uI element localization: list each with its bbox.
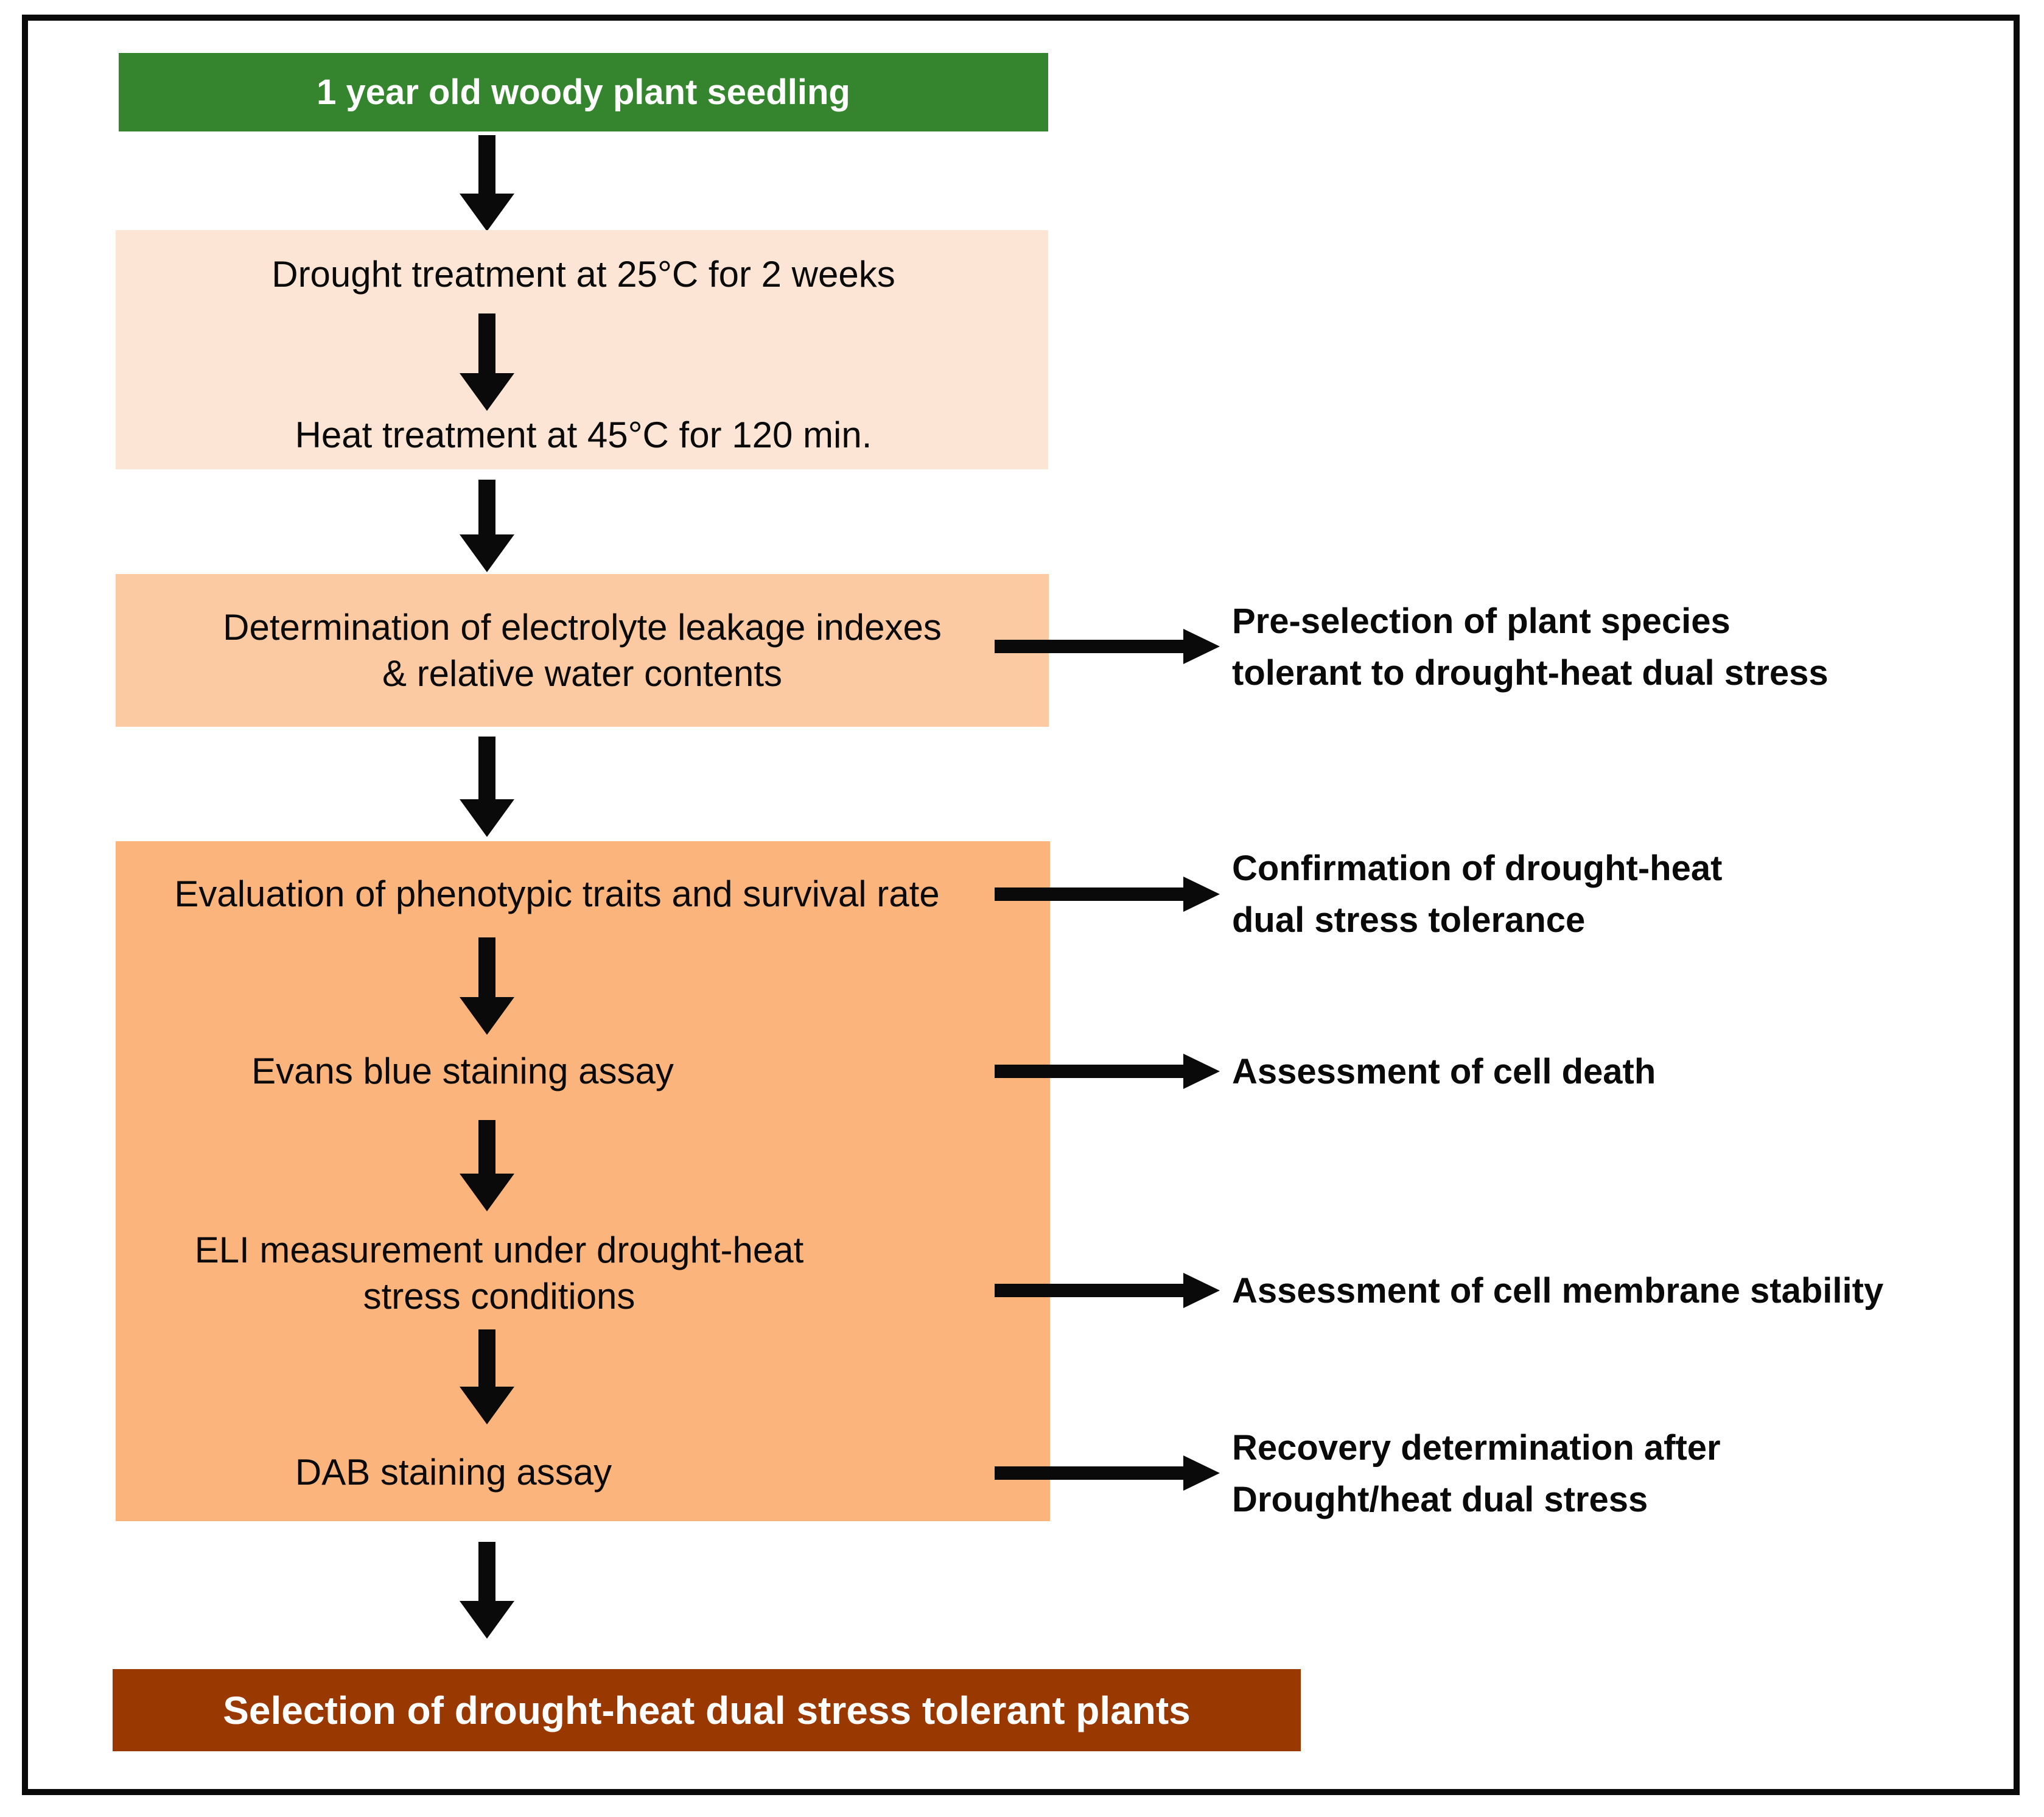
arrow-right-confirmation-icon xyxy=(995,877,1220,912)
dab-staining-step: DAB staining assay xyxy=(295,1452,612,1493)
arrow-down-determination-to-assays-icon xyxy=(460,737,514,837)
drought-treatment-step: Drought treatment at 25°C for 2 weeks xyxy=(271,254,895,295)
outcome-confirmation: Confirmation of drought-heat dual stress… xyxy=(1232,842,1722,946)
eli-line1: ELI measurement under drought-heat xyxy=(194,1230,804,1270)
arrow-down-evaluation-to-evans-icon xyxy=(460,937,514,1035)
arrow-right-recovery-icon xyxy=(995,1455,1220,1491)
assay-box xyxy=(116,841,1050,1521)
determination-line2: & relative water contents xyxy=(382,653,782,694)
treatment-box xyxy=(116,230,1048,469)
arrow-right-preselection-icon xyxy=(995,629,1220,664)
outcome-line: Pre-selection of plant species xyxy=(1232,601,1731,641)
eli-measurement-step: ELI measurement under drought-heat stres… xyxy=(73,1227,925,1320)
outer-frame xyxy=(22,15,2020,1795)
arrow-down-evans-to-eli-icon xyxy=(460,1120,514,1211)
arrow-right-cell-death-icon xyxy=(995,1054,1220,1089)
arrow-right-membrane-stability-icon xyxy=(995,1273,1220,1308)
determination-line1: Determination of electrolyte leakage ind… xyxy=(223,606,942,648)
outcome-line: Drought/heat dual stress xyxy=(1232,1480,1648,1519)
seedling-box: 1 year old woody plant seedling xyxy=(119,53,1048,131)
arrow-down-assays-to-selection-icon xyxy=(460,1542,514,1639)
evans-blue-step: Evans blue staining assay xyxy=(251,1051,674,1091)
arrow-down-seedling-to-treatment-icon xyxy=(460,135,514,231)
outcome-cell-death: Assessment of cell death xyxy=(1232,1046,1656,1098)
outcome-line: Assessment of cell death xyxy=(1232,1052,1656,1091)
arrow-down-eli-to-dab-icon xyxy=(460,1329,514,1424)
outcome-line: Confirmation of drought-heat xyxy=(1232,849,1723,888)
outcome-membrane-stability: Assessment of cell membrane stability xyxy=(1232,1265,1883,1317)
outcome-line: tolerant to drought-heat dual stress xyxy=(1232,653,1829,693)
arrow-down-drought-to-heat-icon xyxy=(460,313,514,411)
arrow-down-treatment-to-determination-icon xyxy=(460,480,514,572)
outcome-line: Assessment of cell membrane stability xyxy=(1232,1271,1884,1311)
outcome-line: dual stress tolerance xyxy=(1232,900,1586,940)
evaluation-step: Evaluation of phenotypic traits and surv… xyxy=(174,873,940,914)
heat-treatment-step: Heat treatment at 45°C for 120 min. xyxy=(295,415,872,455)
eli-line2: stress conditions xyxy=(363,1276,635,1317)
outcome-line: Recovery determination after xyxy=(1232,1428,1721,1468)
outcome-recovery: Recovery determination after Drought/hea… xyxy=(1232,1422,1721,1525)
determination-box: Determination of electrolyte leakage ind… xyxy=(116,574,1049,727)
outcome-preselection: Pre-selection of plant species tolerant … xyxy=(1232,595,1829,699)
selection-box: Selection of drought-heat dual stress to… xyxy=(113,1669,1301,1751)
